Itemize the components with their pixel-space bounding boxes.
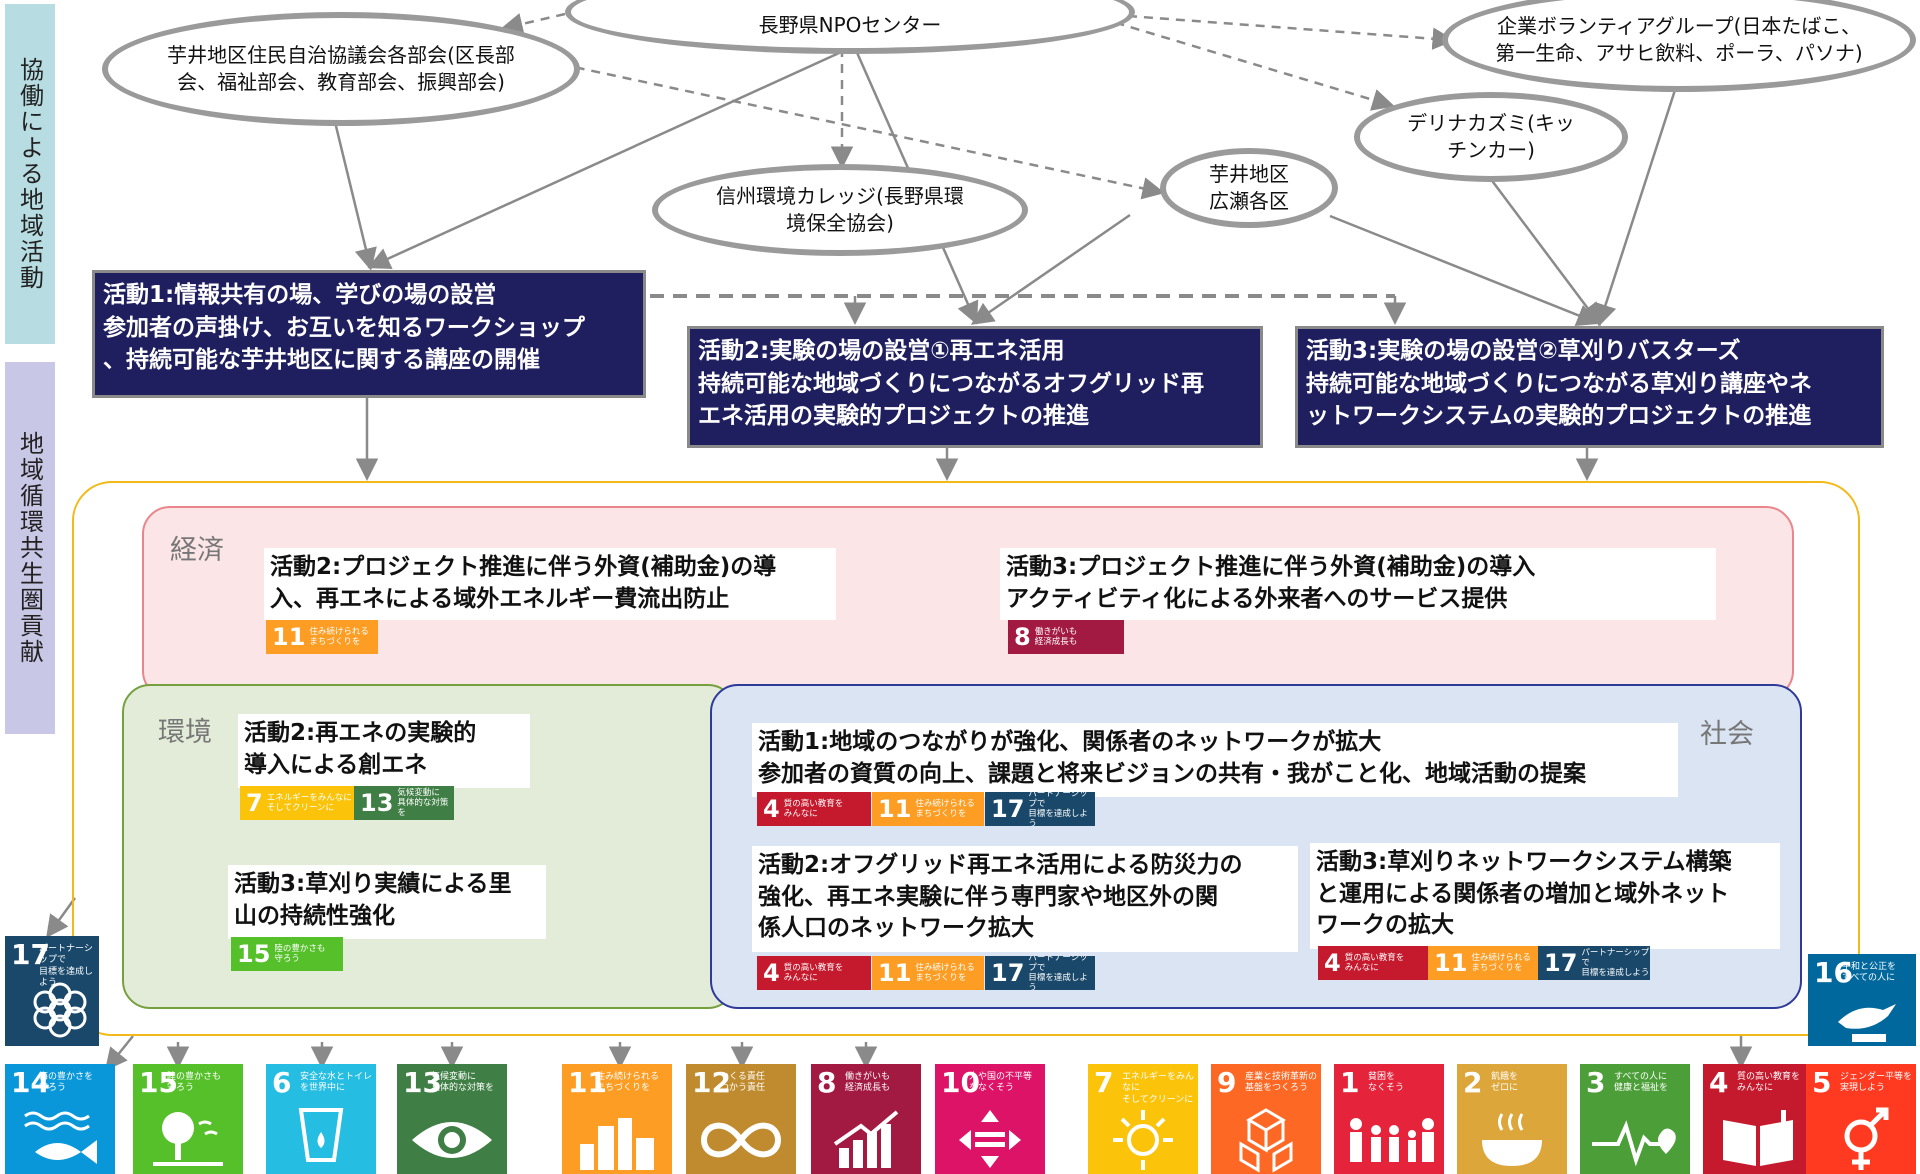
environment-label: 環境: [158, 717, 212, 748]
society-item-activity-2: 活動2:オフグリッド再エネ活用による防災力の 強化、再エネ実験に伴う専門家や地区…: [752, 846, 1298, 952]
flower-icon: [33, 982, 87, 1038]
activity-1-box: 活動1:情報共有の場、学びの場の設営 参加者の声掛け、お互いを知るワークショップ…: [92, 270, 646, 398]
society-item-activity-3: 活動3:草刈りネットワークシステム構築 と運用による関係者の増加と域外ネット ワ…: [1310, 843, 1780, 949]
actor-imoi-council: 芋井地区住民自治協議会各部会(区長部会、福祉部会、教育部会、振興部会): [102, 12, 580, 126]
actor-delinakazumi: デリナカズミ(キッチンカー): [1354, 92, 1628, 182]
tree-icon: [153, 1112, 223, 1166]
water-icon: [298, 1108, 344, 1162]
sdg-tile-16-side: 16 平和と公正を すべての人に: [1808, 954, 1916, 1046]
dove-icon: [1838, 1004, 1896, 1042]
actor-hirose-districts: 芋井地区広瀬各区: [1160, 148, 1338, 228]
actor-shinshu-college: 信州環境カレッジ(長野県環境保全協会): [652, 164, 1028, 256]
activity-3-box: 活動3:実験の場の設営②草刈りバスターズ 持続可能な地域づくりにつながる草刈り講…: [1295, 326, 1884, 448]
environment-item-activity-3: 活動3:草刈り実績による里 山の持続性強化: [228, 865, 546, 939]
book-icon: [1723, 1110, 1793, 1166]
side-label-contribution: 地域循環共生圏貢献: [5, 362, 55, 734]
activity-2-box: 活動2:実験の場の設営①再エネ活用 持続可能な地域づくりにつながるオフグリッド再…: [687, 326, 1263, 448]
economy-label: 経済: [170, 535, 224, 566]
outer-region-frame: [72, 481, 1860, 1036]
equality-icon: [959, 1110, 1021, 1168]
heartbeat-icon: [1592, 1120, 1676, 1167]
growth-icon: [833, 1110, 899, 1168]
actor-corporate-volunteers: 企業ボランティアグループ(日本たばこ、第一生命、アサヒ飲料、ポーラ、パソナ): [1442, 0, 1916, 92]
bowl-icon: [1482, 1113, 1542, 1166]
society-label: 社会: [1700, 719, 1754, 750]
fish-icon: [24, 1111, 97, 1164]
environment-item-activity-2: 活動2:再エネの実験的 導入による創エネ: [238, 714, 530, 788]
cubes-icon: [1239, 1108, 1293, 1173]
society-item-activity-1: 活動1:地域のつながりが強化、関係者のネットワークが拡大 参加者の資質の向上、課…: [752, 723, 1678, 797]
economy-item-activity-3: 活動3:プロジェクト推進に伴う外資(補助金)の導入 アクティビティ化による外来者…: [1000, 548, 1716, 620]
economy-item-activity-2: 活動2:プロジェクト推進に伴う外資(補助金)の導 入、再エネによる域外エネルギー…: [264, 548, 836, 620]
eye-icon: [412, 1122, 492, 1158]
infinity-icon: [700, 1122, 782, 1158]
family-icon: [1350, 1118, 1434, 1162]
gender-icon: [1844, 1107, 1889, 1170]
side-label-collaboration: 協働による地域活動: [5, 4, 55, 344]
city-icon: [580, 1118, 654, 1170]
sdg-tile-17-side: 17 パートナーシップで 目標を達成しよう: [5, 936, 99, 1046]
sun-icon: [1113, 1110, 1173, 1170]
